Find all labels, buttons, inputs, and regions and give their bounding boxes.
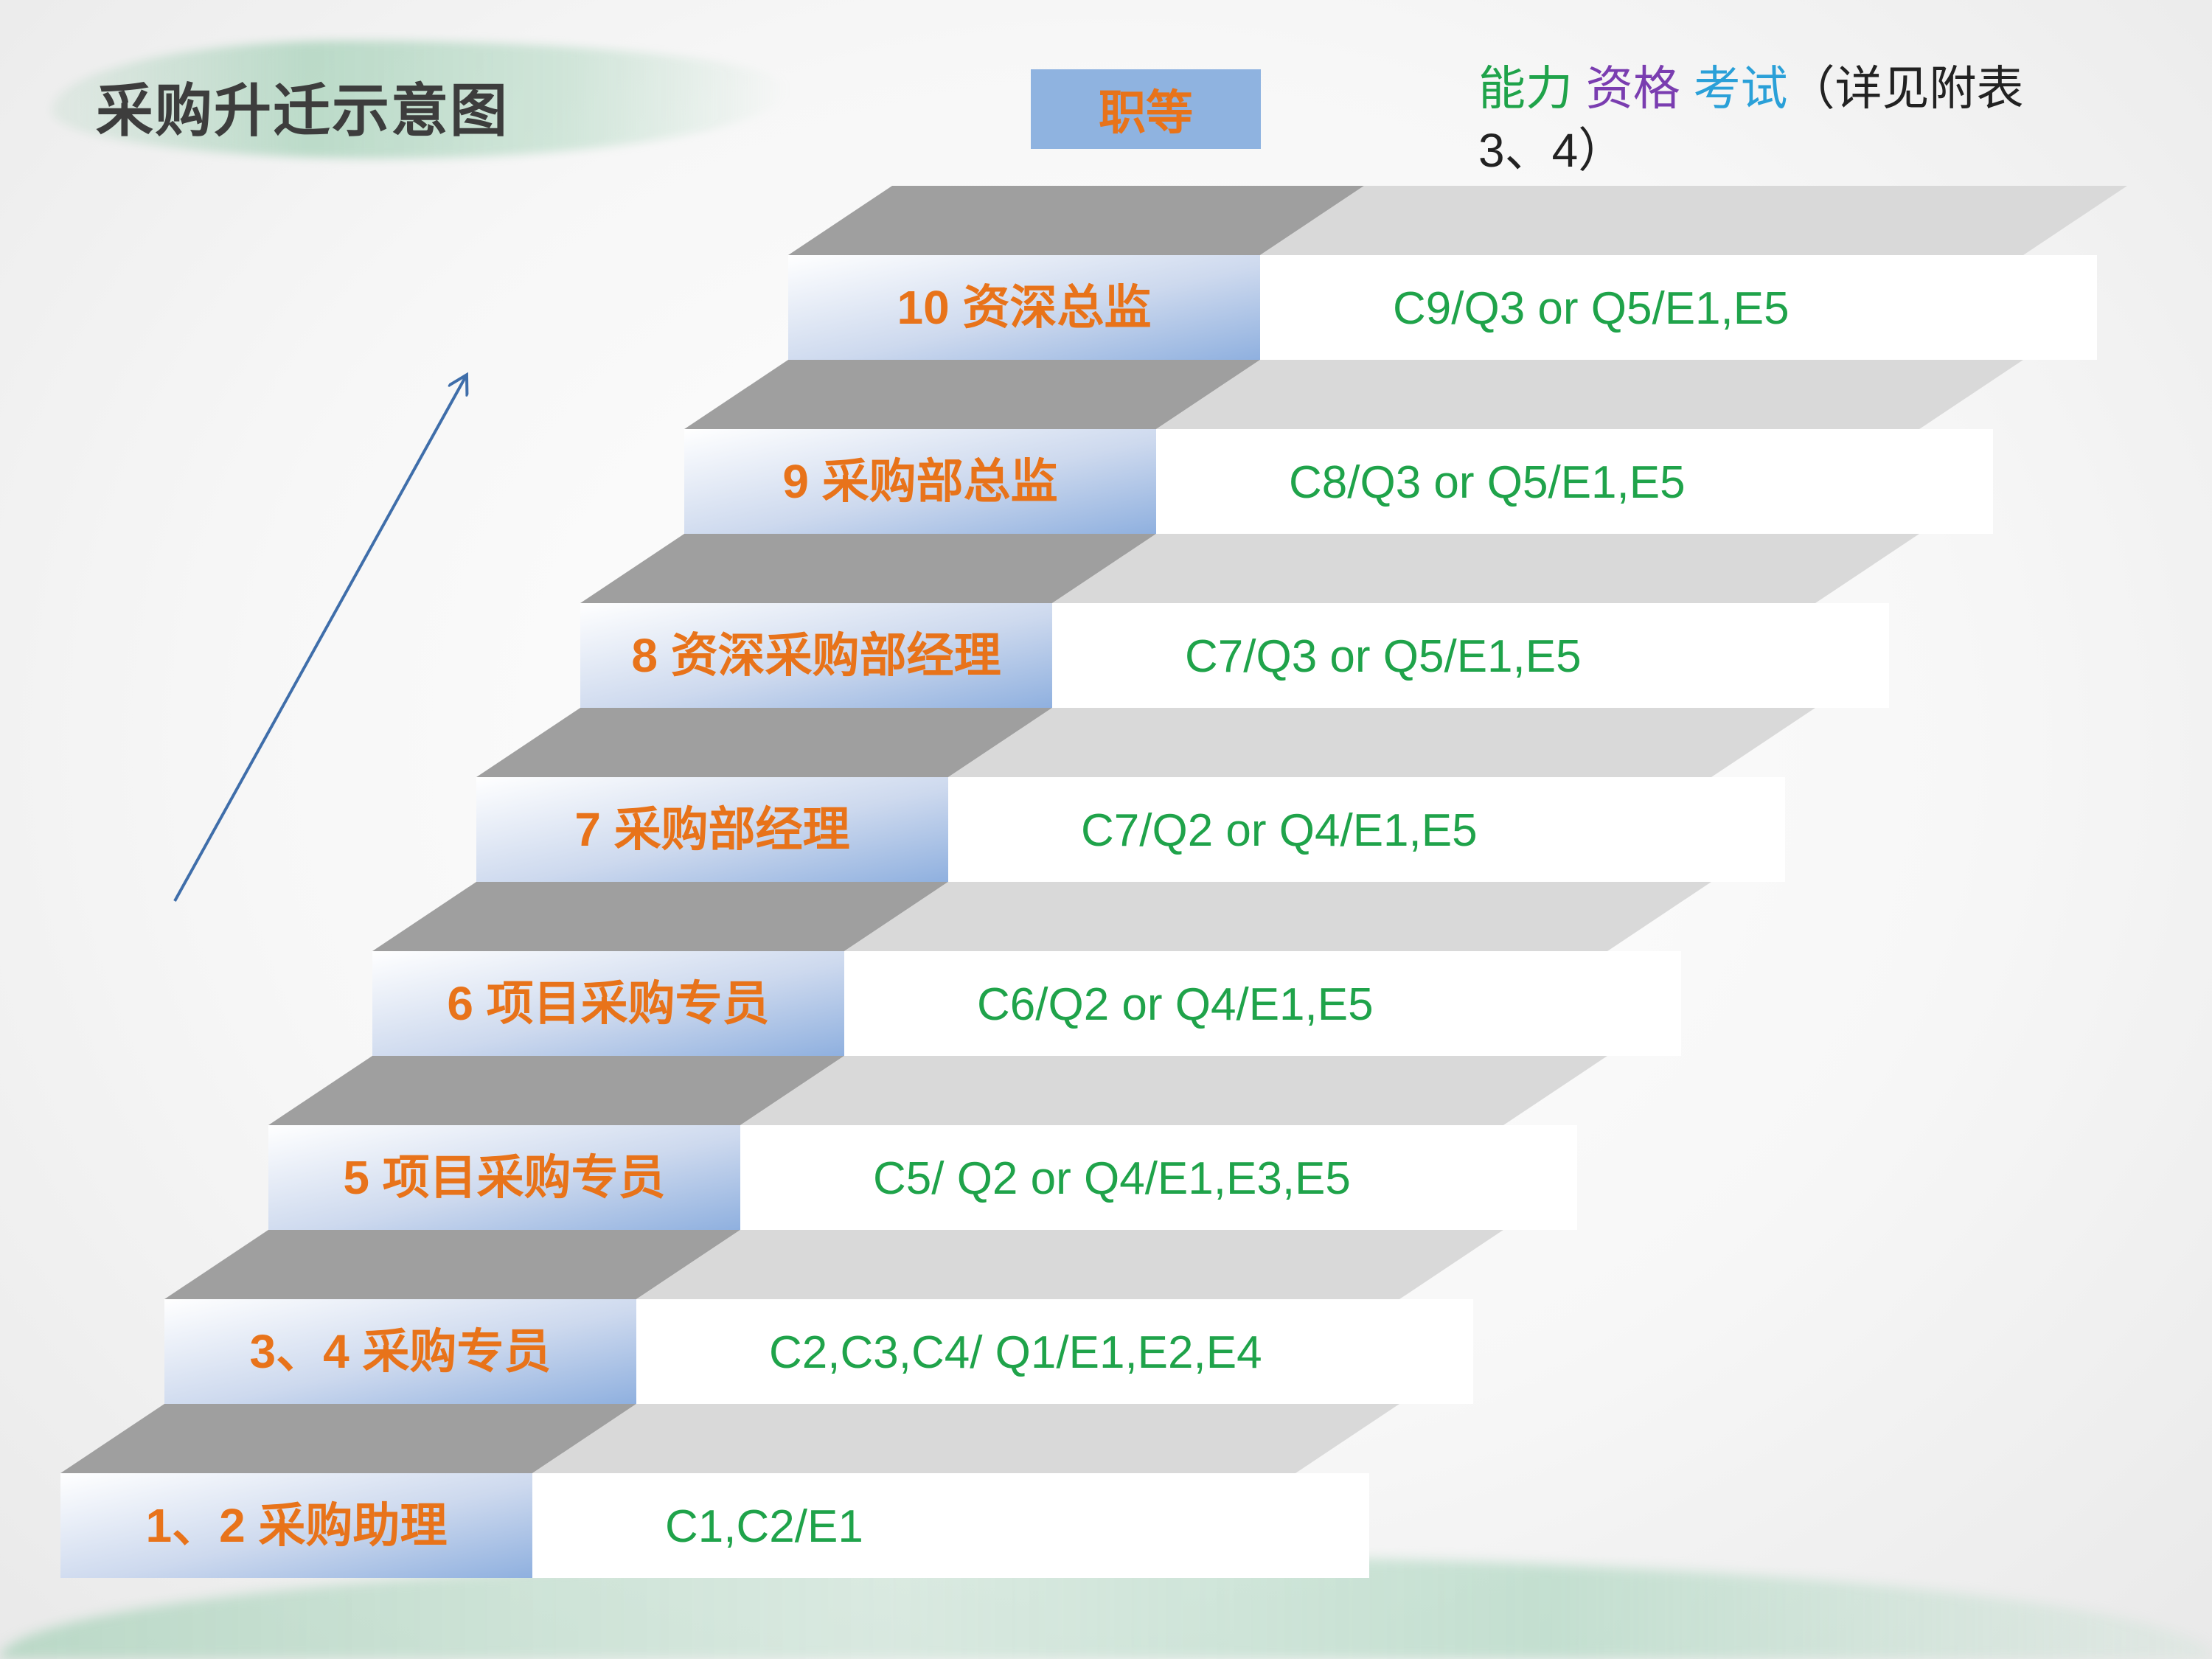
step-label-box — [580, 603, 1052, 708]
step-2: 3、4 采购专员 C2,C3,C4/ Q1/E1,E2,E4 — [164, 1230, 1503, 1404]
step-riser-light — [948, 708, 1815, 777]
step-riser-dark — [580, 534, 1156, 603]
progression-arrow — [173, 376, 466, 902]
step-label: 5 项目采购专员 — [343, 1151, 665, 1204]
step-label: 8 资深采购部经理 — [631, 629, 1001, 682]
grade-header: 职等 — [1031, 69, 1261, 149]
step-label: 1、2 采购助理 — [146, 1499, 448, 1552]
step-bar — [948, 777, 1785, 882]
step-riser-light — [1052, 534, 1919, 603]
step-requirement: C6/Q2 or Q4/E1,E5 — [977, 979, 1374, 1030]
step-5: 7 采购部经理 C7/Q2 or Q4/E1,E5 — [476, 708, 1815, 882]
step-requirement: C7/Q3 or Q5/E1,E5 — [1185, 631, 1582, 682]
legend-note: （详见附表3、4） — [1478, 62, 2024, 177]
legend-exam: 考试 — [1693, 62, 1788, 115]
step-riser-dark — [60, 1404, 636, 1473]
step-4: 6 项目采购专员 C6/Q2 or Q4/E1,E5 — [372, 882, 1711, 1056]
step-label-box — [164, 1299, 636, 1404]
step-riser-light — [1260, 186, 2127, 255]
step-1: 1、2 采购助理 C1,C2/E1 — [60, 1404, 1399, 1578]
step-label-box — [60, 1473, 532, 1578]
step-riser-dark — [476, 708, 1052, 777]
step-riser-dark — [164, 1230, 740, 1299]
legend-ability: 能力 — [1478, 62, 1573, 115]
step-label-box — [684, 429, 1156, 534]
legend: 能力 资格 考试（详见附表3、4） — [1478, 58, 2039, 181]
step-label: 7 采购部经理 — [574, 803, 849, 856]
step-riser-dark — [372, 882, 948, 951]
step-bar — [532, 1473, 1369, 1578]
step-8: 10 资深总监 C9/Q3 or Q5/E1,E5 — [788, 186, 2127, 360]
step-label-box — [476, 777, 948, 882]
step-requirement: C2,C3,C4/ Q1/E1,E2,E4 — [769, 1327, 1262, 1378]
step-label-box — [372, 951, 844, 1056]
step-requirement: C7/Q2 or Q4/E1,E5 — [1081, 805, 1478, 856]
step-label-box — [788, 255, 1260, 360]
step-riser-dark — [788, 186, 1364, 255]
step-bar — [740, 1125, 1577, 1230]
step-label: 3、4 采购专员 — [250, 1325, 552, 1378]
step-bar — [844, 951, 1681, 1056]
step-bar — [1156, 429, 1993, 534]
step-riser-light — [1156, 360, 2023, 429]
step-bar — [1260, 255, 2097, 360]
legend-qualification: 资格 — [1585, 62, 1680, 115]
page-title: 采购升迁示意图 — [96, 78, 509, 143]
step-riser-light — [636, 1230, 1503, 1299]
step-6: 8 资深采购部经理 C7/Q3 or Q5/E1,E5 — [580, 534, 1919, 708]
step-requirement: C9/Q3 or Q5/E1,E5 — [1393, 283, 1790, 334]
step-requirement: C1,C2/E1 — [665, 1501, 863, 1552]
step-label: 10 资深总监 — [897, 281, 1152, 334]
step-label: 6 项目采购专员 — [447, 977, 769, 1030]
step-bar — [636, 1299, 1473, 1404]
step-requirement: C8/Q3 or Q5/E1,E5 — [1289, 457, 1686, 508]
step-riser-light — [532, 1404, 1399, 1473]
step-riser-light — [740, 1056, 1607, 1125]
step-riser-light — [844, 882, 1711, 951]
step-label: 9 采购部总监 — [782, 455, 1057, 508]
step-3: 5 项目采购专员 C5/ Q2 or Q4/E1,E3,E5 — [268, 1056, 1607, 1230]
step-7: 9 采购部总监 C8/Q3 or Q5/E1,E5 — [684, 360, 2023, 534]
step-bar — [1052, 603, 1889, 708]
step-label-box — [268, 1125, 740, 1230]
step-riser-dark — [268, 1056, 844, 1125]
step-riser-dark — [684, 360, 1260, 429]
step-requirement: C5/ Q2 or Q4/E1,E3,E5 — [873, 1153, 1351, 1204]
